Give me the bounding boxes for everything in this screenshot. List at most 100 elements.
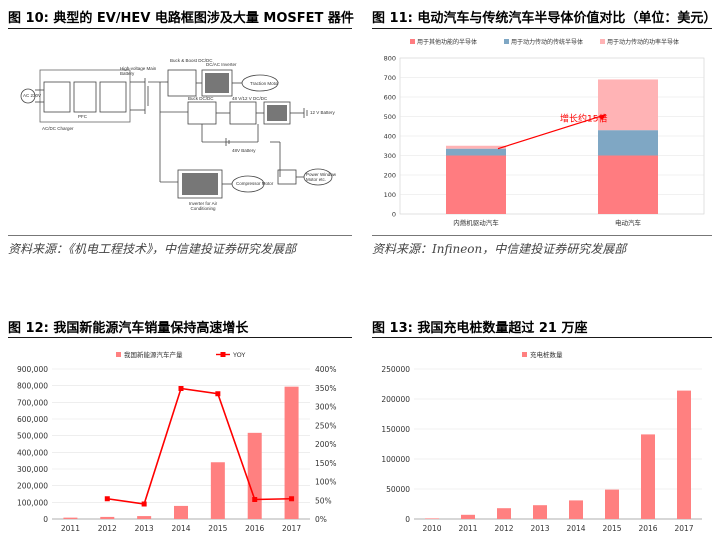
x-tick-label: 2016 xyxy=(638,524,657,533)
figure-10-bottom-rule xyxy=(8,235,352,236)
y2-tick-label: 350% xyxy=(315,384,336,393)
yoy-line xyxy=(107,387,292,505)
legend-marker xyxy=(220,352,226,357)
ac-input-label: AC 230V xyxy=(23,93,42,98)
yoy-marker xyxy=(215,391,221,397)
legend-swatch xyxy=(116,352,121,357)
y-tick-label: 600 xyxy=(384,94,396,102)
bar xyxy=(137,516,152,519)
x-tick-label: 2012 xyxy=(98,524,117,533)
figure-13-top-rule xyxy=(372,337,712,338)
y-tick-label: 800 xyxy=(384,55,396,63)
traction-motor-label: Traction Motor xyxy=(250,81,279,86)
y-tick-label: 400,000 xyxy=(17,448,48,457)
legend-label: 用于其他功能的半导体 xyxy=(417,38,477,46)
legend-label: 用于动力传动的传统半导体 xyxy=(511,38,583,46)
x-tick-label: 2011 xyxy=(61,524,80,533)
legend-label: YOY xyxy=(232,351,245,359)
figure-10-source: 资料来源：《机电工程技术》，中信建投证券研究发展部 xyxy=(8,242,297,256)
charger-label: AC/DC Charger xyxy=(42,126,74,131)
legend-label: 用于动力传动的功率半导体 xyxy=(607,38,679,46)
yoy-marker xyxy=(104,496,110,502)
12v-battery-label: 12 V Battery xyxy=(310,110,335,115)
figure-10-top-rule xyxy=(8,28,352,29)
bar-segment xyxy=(598,155,658,214)
y-tick-label: 100,000 xyxy=(17,498,48,507)
figure-12-top-rule xyxy=(8,337,352,338)
x-tick-label: 2011 xyxy=(458,524,477,533)
y2-tick-label: 250% xyxy=(315,421,336,430)
bar xyxy=(425,518,439,519)
growth-annotation: 增长约15倍 xyxy=(560,113,607,125)
figure-11-top-rule xyxy=(372,28,712,29)
yoy-marker xyxy=(252,497,258,502)
y-tick-label: 150000 xyxy=(381,425,410,434)
x-tick-label: 2014 xyxy=(566,524,585,533)
y-tick-label: 900,000 xyxy=(17,365,48,374)
y2-tick-label: 200% xyxy=(315,440,336,449)
y-tick-label: 200,000 xyxy=(17,482,48,491)
legend-swatch xyxy=(410,39,415,44)
legend-swatch xyxy=(504,39,509,44)
y-tick-label: 300,000 xyxy=(17,465,48,474)
y-tick-label: 100 xyxy=(384,191,396,199)
y-tick-label: 400 xyxy=(384,133,396,141)
bar xyxy=(533,505,547,519)
window-motor-label: Power Window Motor etc. xyxy=(306,172,337,182)
bar xyxy=(247,432,262,519)
48v-battery-label: 48V Battery xyxy=(232,148,256,153)
y-tick-label: 300 xyxy=(384,152,396,160)
figure-12-title: 图 12: 我国新能源汽车销量保持高速增长 xyxy=(8,321,249,336)
x-tick-label: 2014 xyxy=(171,524,190,533)
figure-11-source: 资料来源：Infineon，中信建投证券研究发展部 xyxy=(372,242,627,256)
bar xyxy=(677,390,691,519)
bar xyxy=(174,505,188,519)
figure-11-bottom-rule xyxy=(372,235,712,236)
bar xyxy=(605,489,619,519)
yoy-marker xyxy=(289,496,295,502)
x-tick-label: 2017 xyxy=(282,524,301,533)
y2-tick-label: 300% xyxy=(315,403,336,412)
x-tick-label: 2010 xyxy=(422,524,441,533)
growth-arrow-line xyxy=(497,113,607,150)
y-tick-label: 0 xyxy=(392,211,396,219)
x-tick-label: 2016 xyxy=(245,524,264,533)
y-tick-label: 0 xyxy=(43,515,48,524)
bar xyxy=(461,514,475,519)
x-tick-label: 2015 xyxy=(602,524,621,533)
buck-dcdc-label: Buck DC/DC xyxy=(188,96,214,101)
x-tick-label: 电动汽车 xyxy=(615,218,642,227)
yoy-marker xyxy=(141,501,147,507)
y-tick-label: 700 xyxy=(384,74,396,82)
y-tick-label: 500,000 xyxy=(17,432,48,441)
figure-10-title: 图 10: 典型的 EV/HEV 电路框图涉及大量 MOSFET 器件 xyxy=(8,11,354,26)
y-tick-label: 100000 xyxy=(381,455,410,464)
bar xyxy=(63,517,78,519)
y-tick-label: 800,000 xyxy=(17,382,48,391)
nev-sales-chart: 0100,000200,000300,000400,000500,000600,… xyxy=(17,350,336,533)
dc-ac-label: DC/AC Inverter xyxy=(206,62,237,67)
bar-segment xyxy=(446,155,506,214)
x-tick-label: 2013 xyxy=(530,524,549,533)
legend-label: 充电桩数量 xyxy=(530,350,563,359)
y2-tick-label: 100% xyxy=(315,478,336,487)
y2-tick-label: 400% xyxy=(315,365,336,374)
yoy-marker xyxy=(178,386,184,391)
x-tick-label: 内燃机驱动汽车 xyxy=(453,218,499,227)
semiconductor-value-chart: 0100200300400500600700800内燃机驱动汽车电动汽车用于其他… xyxy=(384,38,705,227)
y-tick-label: 500 xyxy=(384,113,396,121)
legend-label: 我国新能源汽车产量 xyxy=(124,350,183,359)
y-tick-label: 700,000 xyxy=(17,398,48,407)
buck-boost-label: Buck & Boost DC/DC xyxy=(170,58,213,63)
figure-11-title: 图 11: 电动汽车与传统汽车半导体价值对比（单位：美元） xyxy=(372,11,717,26)
y-tick-label: 0 xyxy=(405,515,410,524)
hv-battery-label: High-voltage Main Battery xyxy=(120,66,157,76)
x-tick-label: 2015 xyxy=(208,524,227,533)
y2-tick-label: 0% xyxy=(315,515,327,524)
y2-tick-label: 150% xyxy=(315,459,336,468)
bar-segment xyxy=(598,130,658,156)
pfc-label: PFC xyxy=(78,114,87,119)
x-tick-label: 2013 xyxy=(135,524,154,533)
figure-13-title: 图 13: 我国充电桩数量超过 21 万座 xyxy=(372,321,588,336)
